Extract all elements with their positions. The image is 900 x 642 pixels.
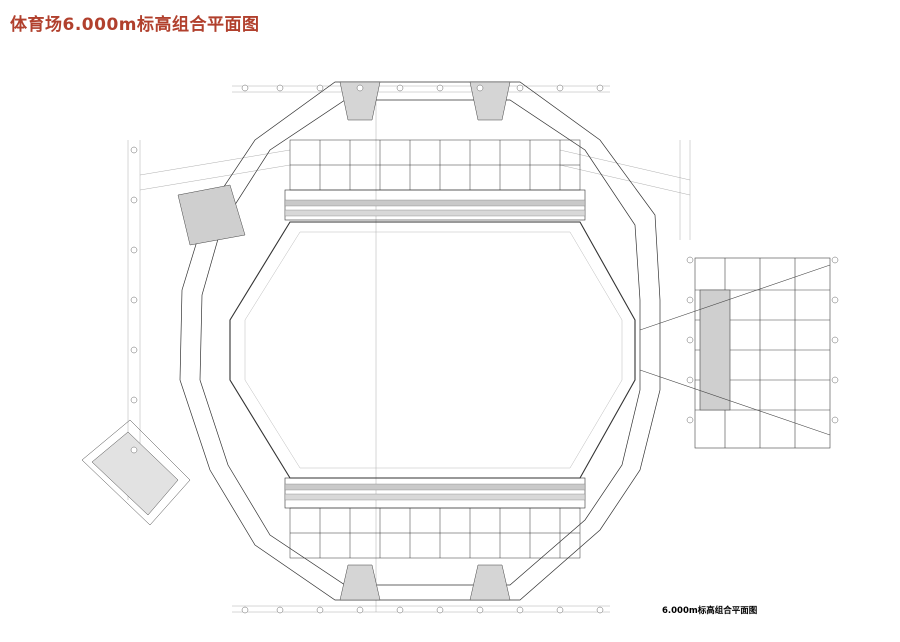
seating-hatch-top [284,189,586,221]
room-blocks-top [289,139,581,191]
page-title: 体育场6.000m标高组合平面图 [10,15,260,35]
right-annex [639,257,831,449]
entrance-ramps [339,81,511,601]
drawing-caption: 6.000m标高组合平面图 [662,606,758,616]
grid-bubbles [130,84,839,614]
outer-stands [179,81,661,601]
room-blocks-bottom [289,507,581,559]
seating-hatch-bottom [284,477,586,509]
grid-axes [127,85,691,613]
inner-field [244,231,623,469]
left-wing-stairs [81,184,246,526]
